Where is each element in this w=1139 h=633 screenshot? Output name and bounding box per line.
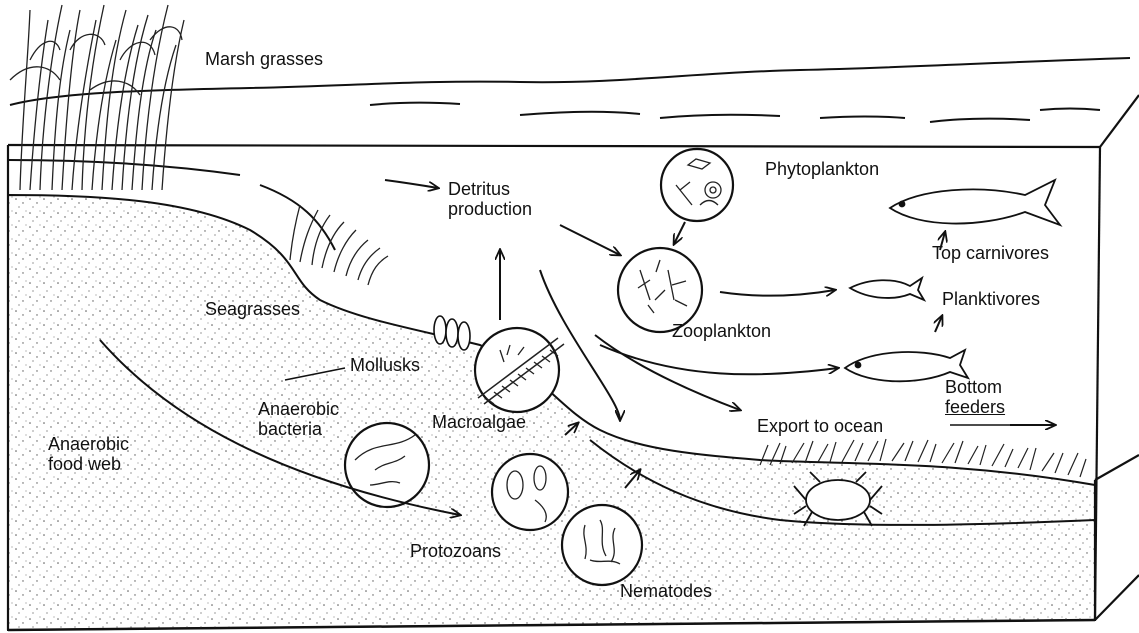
label-phytoplankton: Phytoplankton <box>765 160 879 180</box>
label-detritus-line2: production <box>448 200 532 220</box>
fish-drawings <box>845 180 1060 381</box>
water-surface <box>10 58 1130 122</box>
top-carnivore-fish <box>890 180 1060 225</box>
label-bottom-feeders: Bottom feeders <box>945 378 1005 418</box>
anaerobic-bacteria-circle <box>345 423 429 507</box>
label-top-carnivores: Top carnivores <box>932 244 1049 264</box>
label-seagrasses: Seagrasses <box>205 300 300 320</box>
label-protozoans: Protozoans <box>410 542 501 562</box>
seagrass-drawing <box>290 205 388 285</box>
label-anaerobic-food-web-line2: food web <box>48 455 129 475</box>
label-macroalgae: Macroalgae <box>432 413 526 433</box>
protozoans-circle <box>492 454 568 530</box>
label-mollusks: Mollusks <box>350 356 420 376</box>
label-bottom-feeders-line1: Bottom <box>945 378 1005 398</box>
label-anaerobic-bacteria-line1: Anaerobic <box>258 400 339 420</box>
label-planktivores: Planktivores <box>942 290 1040 310</box>
label-anaerobic-bacteria-line2: bacteria <box>258 420 339 440</box>
label-export-to-ocean: Export to ocean <box>757 417 883 437</box>
label-anaerobic-food-web-line1: Anaerobic <box>48 435 129 455</box>
planktivore-fish <box>850 278 924 300</box>
label-detritus-production: Detritus production <box>448 180 532 220</box>
label-bottom-feeders-line2: feeders <box>945 398 1005 418</box>
label-nematodes: Nematodes <box>620 582 712 602</box>
label-detritus-line1: Detritus <box>448 180 532 200</box>
label-anaerobic-food-web: Anaerobic food web <box>48 435 129 475</box>
label-zooplankton: Zooplankton <box>672 322 771 342</box>
label-anaerobic-bacteria: Anaerobic bacteria <box>258 400 339 440</box>
label-marsh-grasses: Marsh grasses <box>205 50 323 70</box>
